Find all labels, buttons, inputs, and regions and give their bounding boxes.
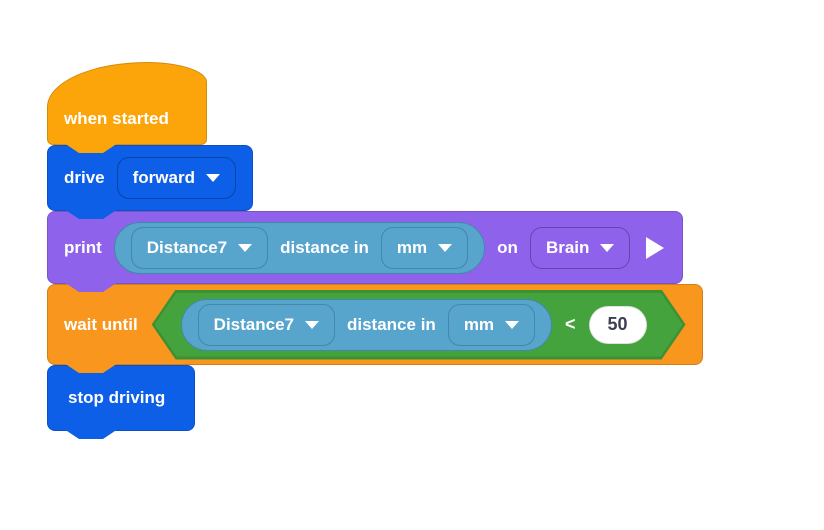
distance-reporter-block[interactable]: Distance7 distance in mm: [181, 299, 552, 351]
distance-device-dropdown[interactable]: Distance7: [130, 226, 269, 269]
less-than-block[interactable]: Distance7 distance in mm < 50: [152, 290, 686, 360]
dropdown-arrow-icon: [505, 321, 519, 329]
distance-property-label: distance in: [280, 237, 369, 257]
print-block[interactable]: print Distance7 distance in mm on Brain: [47, 211, 684, 284]
when-started-label: when started: [64, 109, 169, 128]
distance-reporter-block[interactable]: Distance7 distance in mm: [113, 221, 486, 274]
dropdown-arrow-icon: [600, 243, 615, 252]
dropdown-arrow-icon: [305, 321, 319, 329]
comparison-value: 50: [607, 314, 628, 334]
drive-block[interactable]: drive forward: [47, 145, 253, 211]
expand-arrow-icon[interactable]: [646, 236, 665, 259]
distance-property-label: distance in: [347, 314, 436, 334]
drive-direction-dropdown[interactable]: forward: [116, 157, 236, 199]
drive-direction-value: forward: [132, 168, 195, 187]
when-started-block[interactable]: when started: [47, 62, 207, 145]
wait-until-label: wait until: [64, 314, 138, 334]
distance-unit-value: mm: [463, 314, 495, 334]
dropdown-arrow-icon: [238, 243, 253, 252]
distance-unit-dropdown[interactable]: mm: [448, 304, 535, 346]
blocks-canvas: when started drive forward print Distanc…: [47, 62, 703, 431]
print-device-dropdown[interactable]: Brain: [529, 226, 631, 269]
drive-label: drive: [64, 168, 105, 187]
distance-device-value: Distance7: [213, 314, 294, 334]
print-device-value: Brain: [545, 237, 590, 257]
stop-driving-block[interactable]: stop driving: [47, 365, 195, 431]
distance-device-value: Distance7: [146, 237, 228, 257]
stop-driving-label: stop driving: [68, 388, 166, 407]
less-than-operator-label: <: [565, 314, 576, 334]
less-than-block-body: Distance7 distance in mm < 50: [155, 293, 683, 357]
dropdown-arrow-icon: [205, 174, 220, 182]
distance-unit-dropdown[interactable]: mm: [380, 226, 469, 269]
wait-until-block[interactable]: wait until Distance7 distance in mm < 5: [47, 284, 703, 365]
print-label: print: [64, 237, 102, 257]
print-on-label: on: [497, 237, 518, 257]
comparison-value-input[interactable]: 50: [589, 306, 647, 344]
dropdown-arrow-icon: [438, 243, 453, 252]
distance-unit-value: mm: [396, 237, 428, 257]
distance-device-dropdown[interactable]: Distance7: [198, 304, 335, 346]
